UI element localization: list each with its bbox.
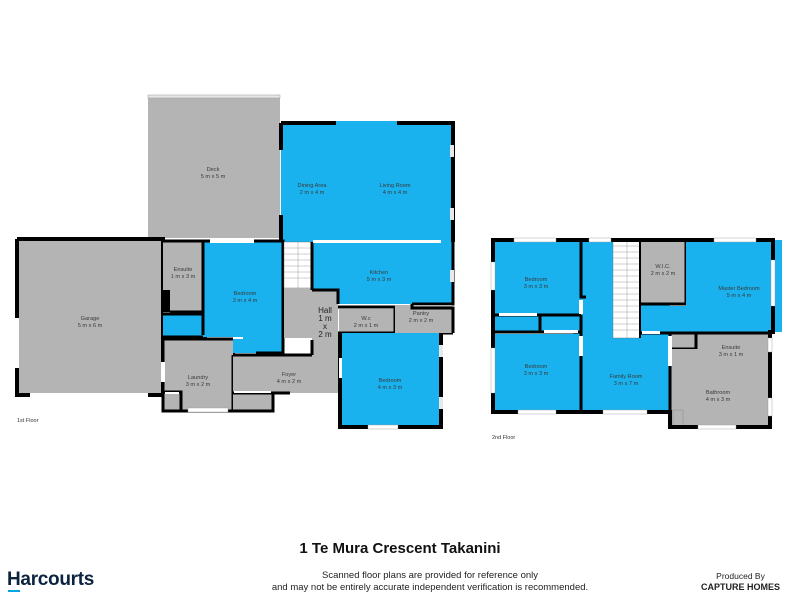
- room-living-dining: [281, 122, 453, 242]
- floor-label-1: 1st Floor: [17, 418, 39, 424]
- produced-by-label: Produced By: [716, 571, 765, 581]
- disclaimer: Scanned floor plans are provided for ref…: [0, 570, 800, 594]
- room-hall: [312, 290, 338, 358]
- room-wc: [339, 309, 394, 333]
- property-title: 1 Te Mura Crescent Takanini: [299, 540, 501, 557]
- room-bedroom-2f-b: [493, 334, 581, 412]
- disclaimer-line-1: Scanned floor plans are provided for ref…: [322, 570, 538, 581]
- room-bedroom-1f-b: [340, 333, 441, 427]
- room-master-bedroom: [686, 240, 782, 332]
- room-pantry: [395, 305, 452, 333]
- harcourts-logo: Harcourts: [7, 569, 95, 590]
- producer-credit: Produced By CAPTURE HOMES: [701, 571, 780, 593]
- room-bedroom-2f-a: [493, 240, 581, 315]
- floor-label-2: 2nd Floor: [492, 435, 515, 441]
- room-deck: [148, 96, 280, 238]
- room-wic: [641, 240, 686, 304]
- producer-name: CAPTURE HOMES: [700, 582, 780, 592]
- room-bedroom-1f-a: [203, 241, 283, 353]
- room-garage: [17, 239, 163, 393]
- room-laundry: [163, 339, 233, 411]
- logo-accent-bar: [8, 590, 20, 592]
- disclaimer-line-2: and may not be entirely accurate indepen…: [271, 582, 589, 593]
- label-wic: W.I.C.2 m x 2 m: [651, 264, 676, 277]
